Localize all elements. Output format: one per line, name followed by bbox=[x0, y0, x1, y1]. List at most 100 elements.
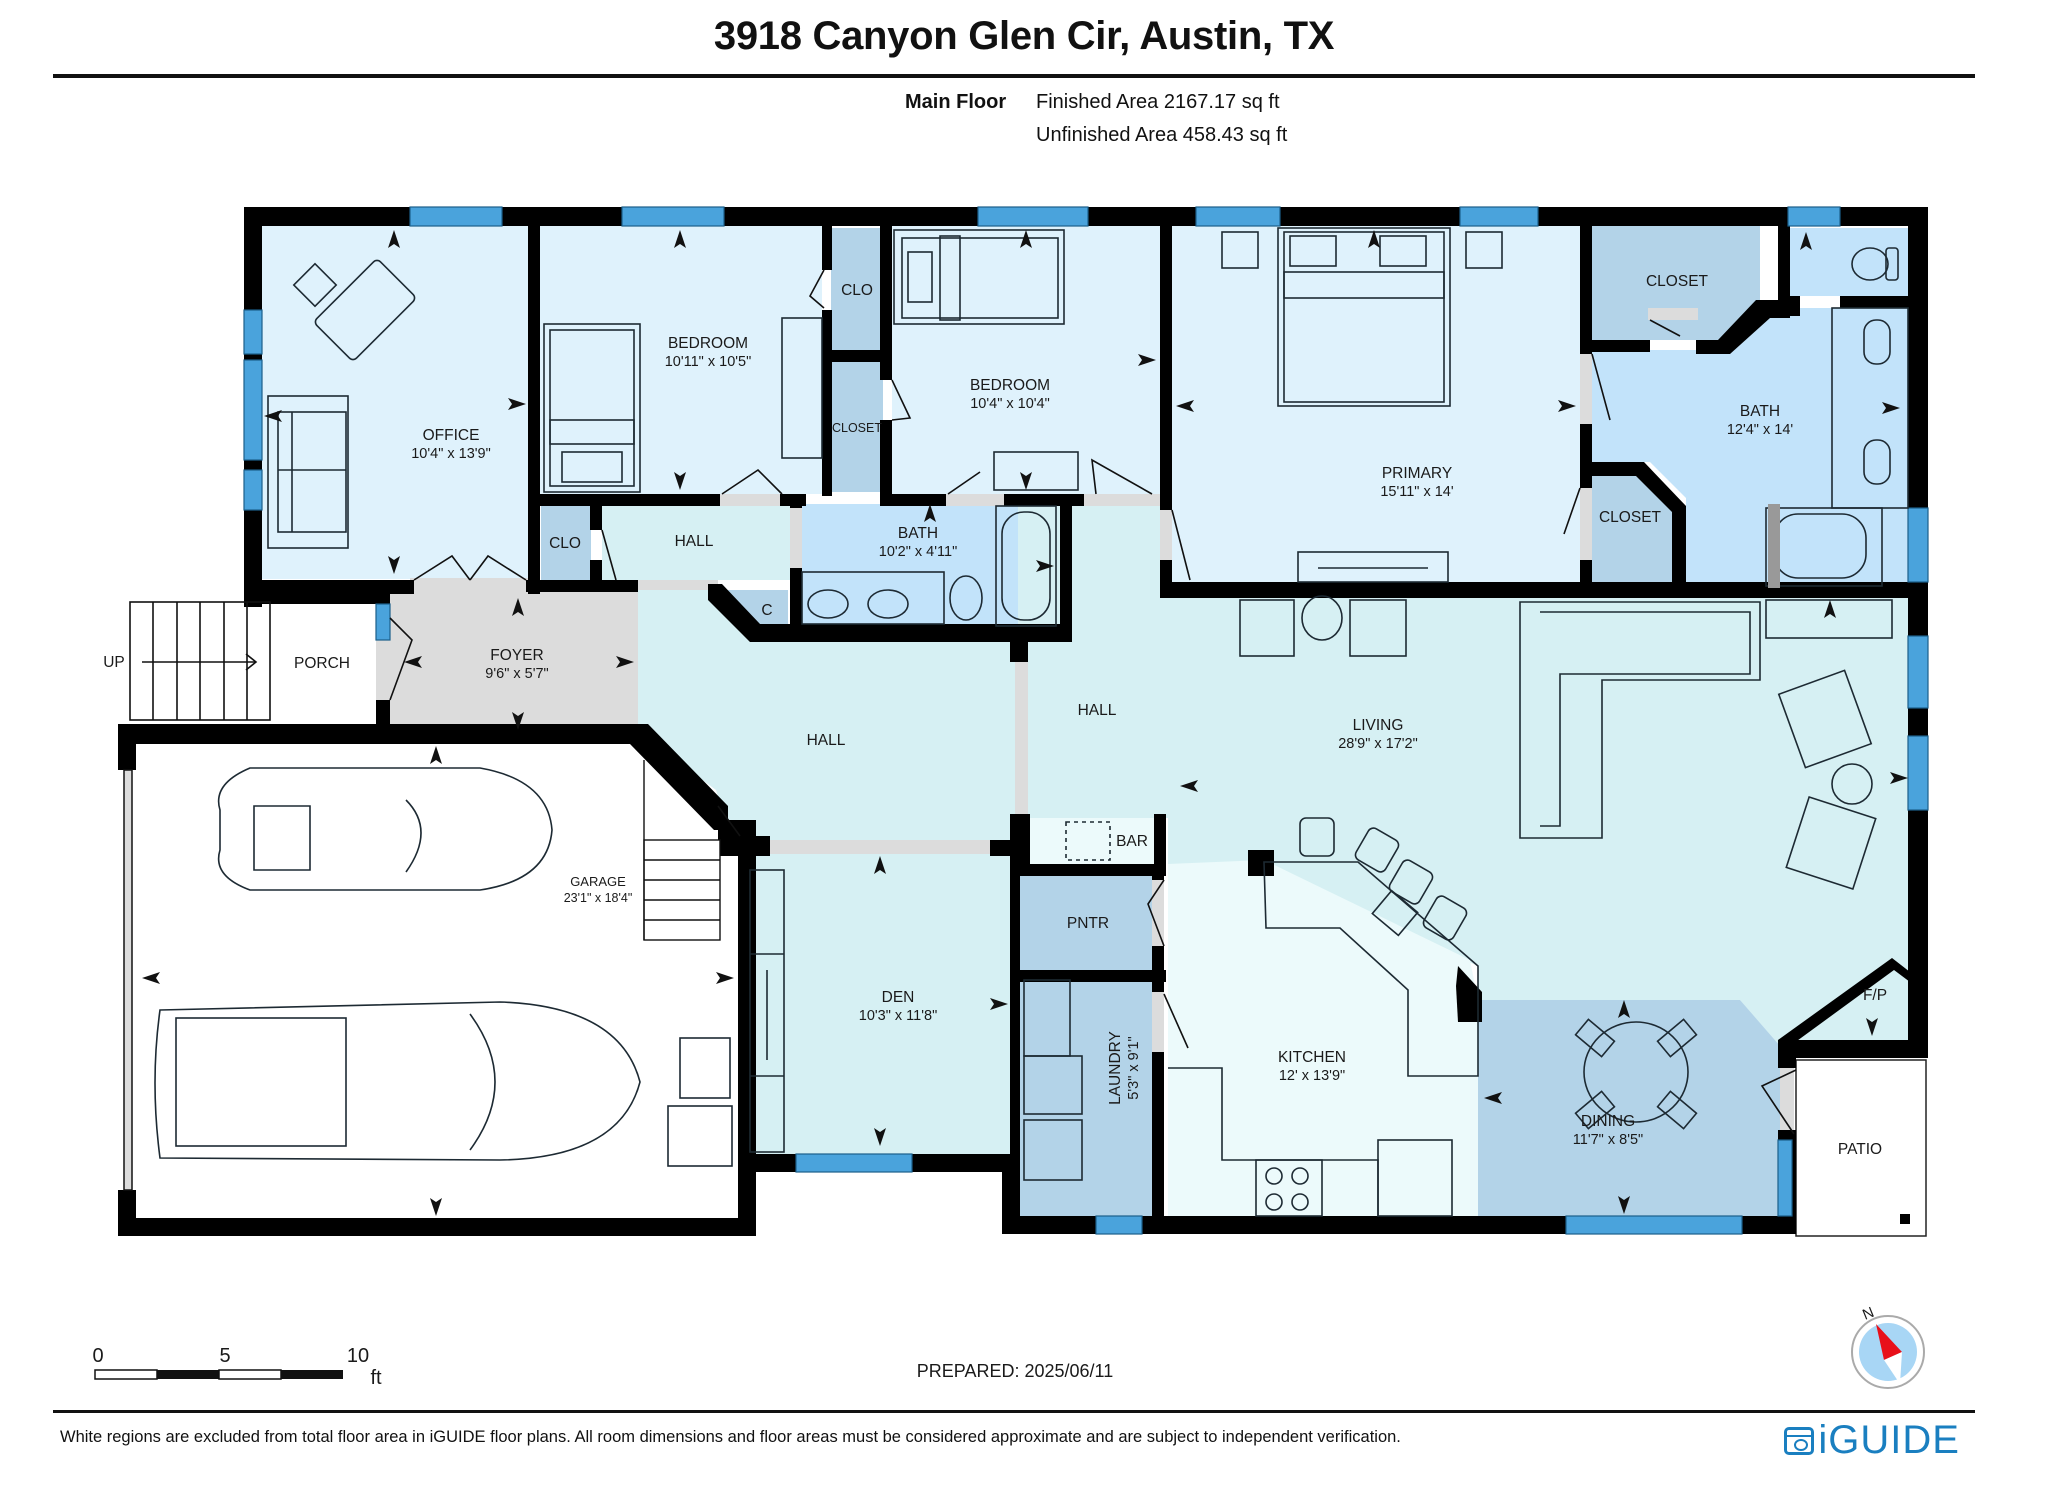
sink-2a-icon bbox=[807, 589, 849, 619]
bed-2-icon bbox=[893, 229, 1065, 325]
room-primary bbox=[1172, 224, 1582, 582]
desk-chair-icon bbox=[292, 262, 338, 308]
vanity-2-icon bbox=[801, 571, 945, 625]
label-primary: PRIMARY bbox=[1382, 465, 1452, 482]
stairs-up bbox=[129, 601, 271, 721]
scale-bar: 0 5 10 ft bbox=[92, 1345, 382, 1389]
window-dining-bottom bbox=[1565, 1215, 1743, 1235]
label-primary-bath: BATH bbox=[1740, 403, 1780, 420]
dining-chair-icon bbox=[1656, 1018, 1698, 1058]
dims-den: 10'3" x 11'8" bbox=[859, 1008, 937, 1024]
window-office-left-1 bbox=[243, 309, 263, 355]
bed-icon bbox=[543, 323, 641, 493]
room-closet-top bbox=[1592, 224, 1760, 340]
bar-stool-icon bbox=[1354, 827, 1400, 873]
window-office-left-3 bbox=[243, 469, 263, 511]
label-c-closet: C bbox=[761, 602, 772, 619]
footer-divider bbox=[53, 1410, 1975, 1413]
freezer-icon bbox=[679, 1037, 731, 1099]
label-hall-left: HALL bbox=[807, 732, 846, 749]
prepared-date: PREPARED: 2025/06/11 bbox=[917, 1361, 1113, 1381]
compass-icon: N bbox=[1851, 1304, 1925, 1389]
label-porch: PORCH bbox=[294, 655, 350, 672]
bathtub-icon bbox=[1765, 507, 1883, 587]
armchair-icon bbox=[1785, 795, 1877, 891]
room-bar bbox=[1030, 818, 1154, 864]
media-console-icon bbox=[1765, 599, 1893, 639]
door-swings bbox=[389, 269, 1797, 1135]
label-garage: GARAGE bbox=[570, 874, 626, 889]
window-foyer bbox=[375, 603, 391, 641]
window-living-right-2 bbox=[1907, 735, 1929, 811]
scale-tick-5: 5 bbox=[219, 1345, 230, 1367]
label-office: OFFICE bbox=[423, 427, 480, 444]
bar-counter-icon bbox=[1065, 821, 1111, 861]
measurement-arrows bbox=[142, 230, 1908, 1216]
window-dining-right bbox=[1777, 1139, 1793, 1217]
room-pantry bbox=[1020, 876, 1156, 970]
label-clo-2: CLO bbox=[549, 535, 581, 552]
tv-console-icon bbox=[1297, 551, 1449, 583]
room-office bbox=[262, 224, 528, 579]
dining-chair-icon bbox=[1574, 1018, 1616, 1058]
dims-foyer: 9'6" x 5'7" bbox=[485, 666, 548, 682]
scale-unit: ft bbox=[370, 1367, 382, 1389]
room-hall-left bbox=[638, 590, 1018, 844]
header-divider bbox=[53, 74, 1975, 78]
label-patio: PATIO bbox=[1838, 1141, 1882, 1158]
label-fireplace: F/P bbox=[1863, 987, 1887, 1004]
car-icon bbox=[217, 767, 553, 891]
room-hall-upper bbox=[602, 506, 790, 580]
label-bar: BAR bbox=[1116, 833, 1148, 850]
room-laundry bbox=[1020, 980, 1156, 1216]
bathtub-2-icon bbox=[995, 505, 1057, 627]
dims-garage: 23'1" x 18'4" bbox=[564, 891, 633, 905]
nightstand-icon bbox=[1465, 231, 1503, 269]
room-garage bbox=[132, 744, 748, 1218]
label-dining: DINING bbox=[1581, 1113, 1635, 1130]
room-labels: OFFICE 10'4" x 13'9" BEDROOM 10'11" x 10… bbox=[103, 273, 1887, 1158]
room-closet-mid bbox=[1592, 470, 1672, 590]
side-table-icon bbox=[1301, 595, 1343, 641]
scale-tick-10: 10 bbox=[347, 1345, 369, 1367]
room-bedroom-1 bbox=[540, 224, 822, 494]
fridge-icon bbox=[1377, 1139, 1453, 1217]
window-office-top bbox=[409, 206, 503, 227]
label-closet-top: CLOSET bbox=[1646, 273, 1709, 290]
label-hall-upper: HALL bbox=[675, 533, 714, 550]
window-office-left-2 bbox=[243, 359, 263, 461]
windows bbox=[243, 206, 1929, 1235]
sink-icon bbox=[1371, 889, 1419, 937]
dryer-icon bbox=[1023, 1119, 1083, 1181]
dining-chair-icon bbox=[1574, 1090, 1616, 1130]
sink-icon bbox=[1863, 439, 1891, 485]
room-clo-2 bbox=[541, 506, 591, 580]
label-clo-1: CLO bbox=[841, 282, 873, 299]
armchair-icon bbox=[1349, 599, 1407, 657]
garage-stairs bbox=[643, 760, 721, 941]
label-kitchen: KITCHEN bbox=[1278, 1049, 1346, 1066]
room-primary-bath bbox=[1592, 308, 1908, 590]
window-bedroom2-top bbox=[977, 206, 1089, 227]
dining-table-icon bbox=[1583, 1021, 1689, 1123]
floor-name: Main Floor bbox=[905, 91, 1007, 113]
window-living-right-1 bbox=[1907, 635, 1929, 709]
window-wc-top bbox=[1787, 206, 1841, 227]
room-den bbox=[748, 854, 1010, 1154]
finished-area: Finished Area 2167.17 sq ft bbox=[1036, 91, 1280, 113]
label-bedroom-2: BEDROOM bbox=[970, 377, 1050, 394]
bar-stool-icon bbox=[1422, 895, 1468, 941]
patio-marker bbox=[1900, 1214, 1910, 1224]
label-laundry: LAUNDRY bbox=[1107, 1031, 1124, 1105]
room-porch bbox=[260, 604, 378, 716]
label-bath-2: BATH bbox=[898, 525, 938, 542]
label-hall-center: HALL bbox=[1078, 702, 1117, 719]
dims-living: 28'9" x 17'2" bbox=[1338, 736, 1418, 752]
stove-icon bbox=[1255, 1159, 1323, 1217]
dining-chair-icon bbox=[1656, 1090, 1698, 1130]
page-title: 3918 Canyon Glen Cir, Austin, TX bbox=[713, 14, 1335, 58]
dresser-2-icon bbox=[993, 451, 1079, 491]
bar-stool-icon bbox=[1388, 859, 1434, 905]
label-closet-mid: CLOSET bbox=[1599, 509, 1662, 526]
iguide-brand-text: iGUIDE bbox=[1818, 1418, 1960, 1462]
